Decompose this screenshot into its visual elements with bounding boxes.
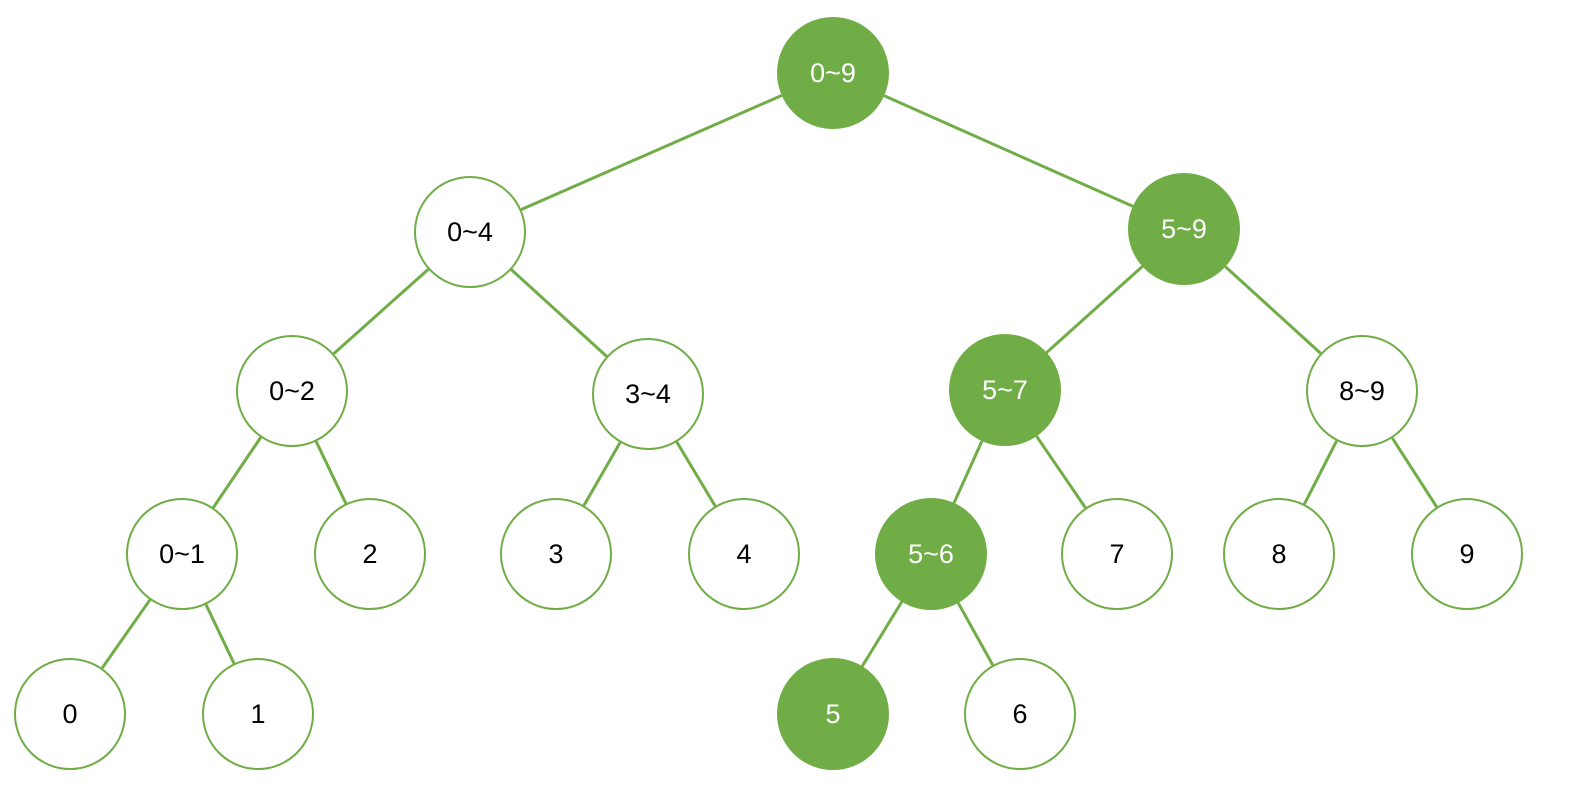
node-circle	[875, 498, 987, 610]
node-label: 7	[1109, 539, 1124, 569]
edge-n0-4-to-n0-2	[333, 268, 429, 355]
node-circle	[964, 658, 1076, 770]
node-label: 0~1	[159, 539, 205, 569]
tree-node-7: 7	[1061, 498, 1173, 610]
node-circle	[202, 658, 314, 770]
node-label: 5	[825, 699, 840, 729]
node-label: 3~4	[625, 379, 671, 409]
edge-n0-2-to-n0-1	[212, 436, 262, 509]
tree-node-5: 5	[777, 658, 889, 770]
node-label: 2	[362, 539, 377, 569]
edge-n0-2-to-n2	[315, 440, 347, 505]
tree-node-1: 1	[202, 658, 314, 770]
tree-node-5-6: 5~6	[875, 498, 987, 610]
tree-node-5-9: 5~9	[1128, 173, 1240, 285]
edge-n8-9-to-n9	[1391, 437, 1438, 508]
edge-n5-6-to-n6	[957, 602, 994, 666]
tree-node-8: 8	[1223, 498, 1335, 610]
node-circle	[1128, 173, 1240, 285]
node-label: 5~7	[982, 375, 1028, 405]
edge-n0-9-to-n5-9	[883, 94, 1134, 208]
node-label: 8~9	[1339, 376, 1385, 406]
edge-n0-1-to-n0	[101, 599, 151, 669]
tree-node-6: 6	[964, 658, 1076, 770]
node-circle	[414, 176, 526, 288]
nodes-layer: 0~9 0~4 5~9 0~2 3~4 5~7 8~9 0~1 2 3 4 5~6 7 8 9 0 1 5 6	[14, 17, 1523, 770]
node-label: 0~2	[269, 376, 315, 406]
node-label: 5~9	[1161, 214, 1207, 244]
node-circle	[1061, 498, 1173, 610]
node-label: 0~4	[447, 217, 493, 247]
node-label: 0~9	[810, 58, 856, 88]
node-circle	[592, 338, 704, 450]
edge-n8-9-to-n8	[1303, 440, 1338, 505]
node-circle	[1306, 335, 1418, 447]
node-label: 3	[548, 539, 563, 569]
node-circle	[777, 17, 889, 129]
edge-n0-9-to-n0-4	[520, 94, 783, 211]
edge-n5-9-to-n5-7	[1045, 265, 1144, 354]
tree-node-0-4: 0~4	[414, 176, 526, 288]
tree-node-0-9: 0~9	[777, 17, 889, 129]
node-label: 5~6	[908, 539, 954, 569]
node-circle	[1411, 498, 1523, 610]
node-circle	[126, 498, 238, 610]
node-label: 6	[1012, 699, 1027, 729]
node-circle	[314, 498, 426, 610]
node-label: 4	[736, 539, 751, 569]
edge-n0-1-to-n1	[204, 603, 236, 665]
node-circle	[1223, 498, 1335, 610]
edge-n3-4-to-n4	[675, 441, 717, 507]
tree-node-3-4: 3~4	[592, 338, 704, 450]
node-circle	[688, 498, 800, 610]
tree-node-8-9: 8~9	[1306, 335, 1418, 447]
node-label: 9	[1459, 539, 1474, 569]
tree-node-4: 4	[688, 498, 800, 610]
edge-n5-7-to-n5-6	[952, 440, 984, 504]
tree-node-0-1: 0~1	[126, 498, 238, 610]
node-circle	[949, 334, 1061, 446]
edge-n5-7-to-n7	[1035, 435, 1087, 509]
node-circle	[500, 498, 612, 610]
edge-n0-4-to-n3-4	[510, 268, 608, 358]
edges-layer	[101, 94, 1438, 669]
tree-node-2: 2	[314, 498, 426, 610]
tree-node-0-2: 0~2	[236, 335, 348, 447]
node-label: 1	[250, 699, 265, 729]
tree-node-3: 3	[500, 498, 612, 610]
tree-node-9: 9	[1411, 498, 1523, 610]
edge-n5-9-to-n8-9	[1224, 265, 1322, 355]
node-label: 8	[1271, 539, 1286, 569]
node-circle	[236, 335, 348, 447]
node-circle	[14, 658, 126, 770]
edge-n3-4-to-n3	[582, 441, 622, 507]
edge-n5-6-to-n5	[861, 601, 903, 667]
node-label: 0	[62, 699, 77, 729]
tree-node-5-7: 5~7	[949, 334, 1061, 446]
tree-node-0: 0	[14, 658, 126, 770]
node-circle	[777, 658, 889, 770]
